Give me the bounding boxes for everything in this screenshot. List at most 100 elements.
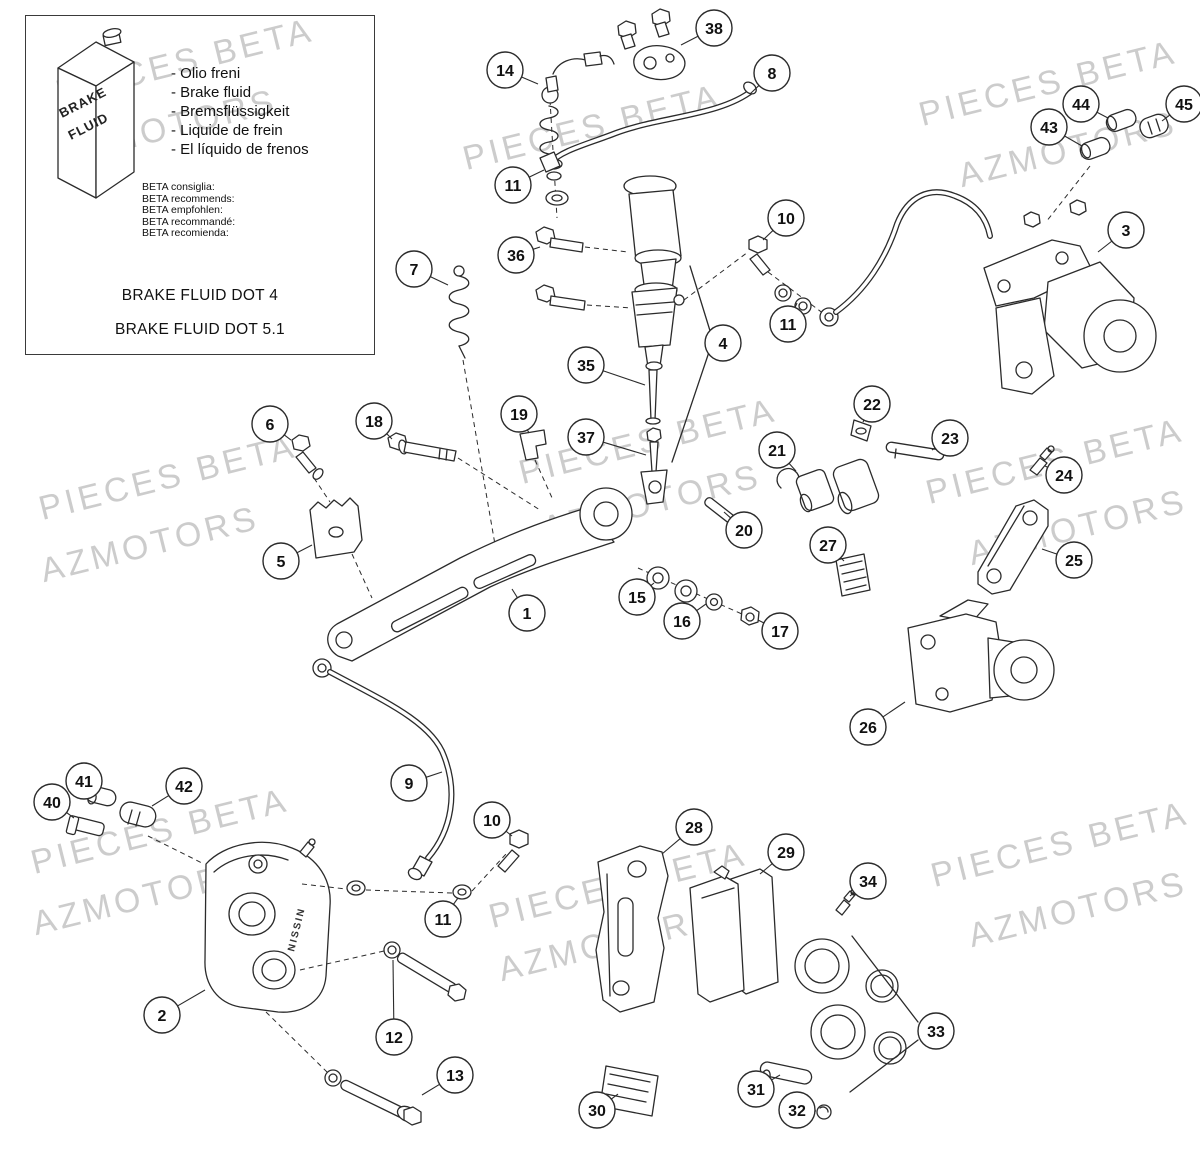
brake-fluid-carton: BRAKE FLUID: [57, 28, 135, 199]
callout-18: [355, 402, 393, 440]
callout-number: 38: [705, 21, 723, 38]
callout-44: [1062, 85, 1100, 123]
callout-leader-line: [1097, 240, 1113, 253]
callout-leader-line: [1096, 111, 1109, 119]
callout-23: [931, 419, 969, 457]
piston-set-33: [794, 935, 919, 1093]
callout-32: [778, 1091, 816, 1129]
callout-22: [853, 385, 891, 423]
callout-number: 23: [941, 431, 959, 448]
callout-leader-line: [392, 959, 395, 1020]
return-spring-7: [448, 265, 498, 557]
rear-caliper-3: [983, 199, 1157, 395]
recommendation-fr: BETA recommandé:: [142, 215, 236, 228]
recommendation-en: BETA recommends:: [142, 192, 235, 205]
master-cylinder-assembly: [623, 175, 712, 505]
clip-19: [519, 429, 554, 501]
callout-leader-line: [453, 897, 459, 905]
callout-6: [251, 405, 289, 443]
banjo-lower-10-11: [346, 829, 529, 900]
callout-leader-line: [661, 838, 681, 855]
callout-leader-line: [840, 557, 845, 562]
callout-number: 42: [175, 779, 193, 796]
callout-number: 33: [927, 1024, 945, 1041]
callout-number: 20: [735, 523, 753, 540]
callout-7: [395, 250, 433, 288]
recommendation-it: BETA consiglia:: [142, 181, 215, 193]
callout-number: 34: [859, 874, 877, 891]
callout-leader-line: [771, 1074, 781, 1081]
callout-29: [767, 833, 805, 871]
banjo-upper-10-11: [683, 189, 993, 327]
callout-leader-line: [521, 76, 539, 85]
callout-11: [769, 305, 807, 343]
callout-11: [424, 900, 462, 938]
callout-number: 41: [75, 774, 93, 791]
callout-41: [65, 762, 103, 800]
rear-caliper-26: [907, 599, 1055, 713]
callout-leader-line: [66, 812, 75, 819]
callout-leader-line: [386, 433, 393, 440]
callout-14: [486, 51, 524, 89]
callout-number: 8: [768, 66, 777, 83]
front-caliper-2: NISSIN: [204, 838, 507, 1073]
callout-36: [497, 236, 535, 274]
callout-number: 9: [405, 776, 414, 793]
callout-leader-line: [177, 989, 206, 1007]
fittings-40-41-42: [65, 785, 205, 865]
fluid-name-de: - Bremsflüssigkeit: [171, 103, 290, 120]
callout-43: [1030, 108, 1068, 146]
recommendation-de: BETA empfohlen:: [142, 204, 223, 216]
callout-leader-line: [1064, 135, 1083, 147]
callout-number: 3: [1122, 223, 1131, 240]
callout-number: 15: [628, 590, 646, 607]
callout-leader-line: [696, 603, 707, 612]
callout-number: 21: [768, 443, 786, 460]
bracket-25: [977, 499, 1049, 595]
pivot-hardware-15-16-17: [637, 566, 761, 626]
bleeder-24: [1029, 445, 1055, 476]
callout-leader-line: [788, 462, 797, 472]
callout-leader-line: [882, 701, 906, 718]
callout-number: 19: [510, 407, 528, 424]
callout-number: 1: [523, 606, 532, 623]
callout-leader-line: [603, 441, 647, 456]
callout-number: 31: [747, 1082, 765, 1099]
callout-number: 11: [780, 317, 797, 334]
callout-number: 45: [1175, 97, 1193, 114]
callout-number: 17: [771, 624, 789, 641]
callout-number: 6: [266, 417, 275, 434]
recommendation-es: BETA recomienda:: [142, 227, 229, 239]
callout-33: [917, 1012, 955, 1050]
brake-fluid-dot4-label: BRAKE FLUID DOT 4: [121, 287, 279, 304]
callout-leader-line: [151, 795, 170, 807]
callout-25: [1055, 541, 1093, 579]
callout-16: [663, 602, 701, 640]
callout-30: [578, 1091, 616, 1129]
callout-3: [1107, 211, 1145, 249]
callout-11: [494, 166, 532, 204]
callout-42: [165, 767, 203, 805]
callout-number: 7: [410, 262, 419, 279]
callout-number: 11: [435, 912, 452, 929]
callout-number: 14: [496, 63, 514, 80]
callout-34: [849, 862, 887, 900]
pedal-tip-5: [309, 497, 373, 599]
callout-15: [618, 578, 656, 616]
callout-leader-line: [762, 230, 774, 241]
fluid-name-it: - Olio freni: [171, 65, 241, 82]
callout-leader-line: [532, 246, 541, 250]
bolts-36: [535, 226, 633, 311]
callout-number: 28: [685, 820, 703, 837]
callout-leader-line: [723, 511, 731, 519]
callout-20: [725, 511, 763, 549]
callout-19: [500, 395, 538, 433]
callout-27: [809, 526, 847, 564]
callout-number: 37: [577, 430, 595, 447]
callout-number: 4: [719, 336, 728, 353]
callout-leader-line: [757, 619, 765, 624]
callout-leader-line: [283, 434, 292, 441]
callout-number: 24: [1055, 468, 1073, 485]
